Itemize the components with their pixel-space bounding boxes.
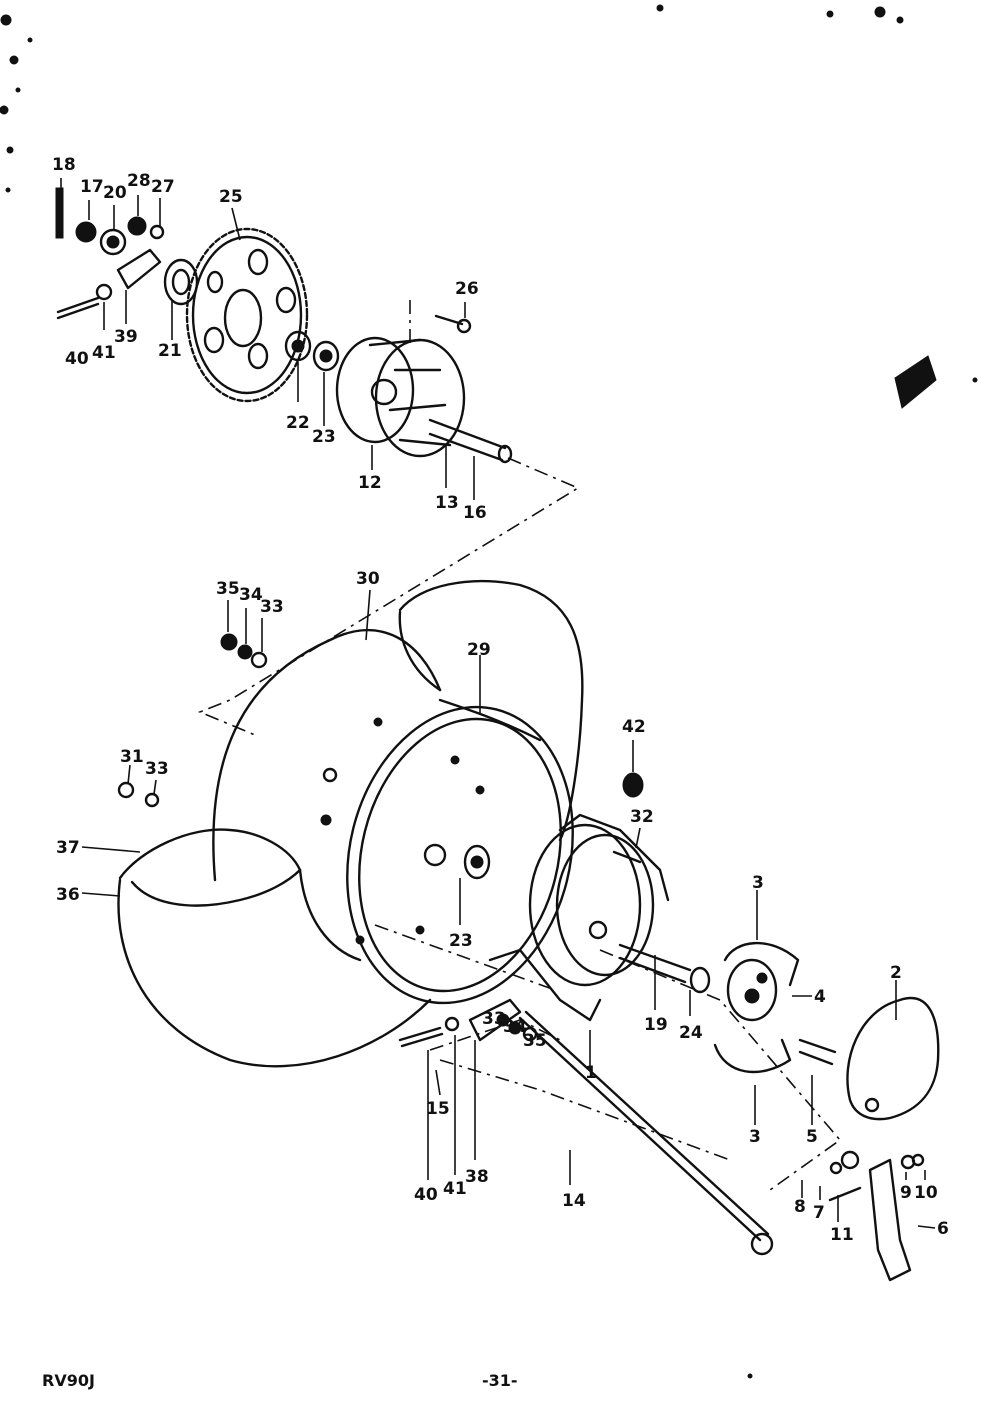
tab-marker-icon — [894, 355, 937, 409]
part-label: 3 — [752, 873, 764, 893]
part-label: 36 — [56, 885, 80, 905]
part-label: 17 — [80, 177, 104, 197]
part-label: 16 — [463, 503, 487, 523]
part-label: 4 — [814, 987, 826, 1007]
part-label: 35 — [523, 1031, 547, 1051]
part-label: 1 — [585, 1063, 597, 1083]
part-label: 29 — [467, 640, 491, 660]
part-label: 24 — [679, 1023, 703, 1043]
part-label: 20 — [103, 183, 127, 203]
part-label: 33 — [482, 1009, 506, 1029]
part-label: 9 — [900, 1183, 912, 1203]
part-label: 38 — [465, 1167, 489, 1187]
part-label: 12 — [358, 473, 382, 493]
part-label: 3 — [749, 1127, 761, 1147]
bolt-18 — [55, 187, 64, 239]
part-label: 13 — [435, 493, 459, 513]
part-label: 42 — [622, 717, 646, 737]
model-code: RV90J — [42, 1371, 95, 1390]
upper-assembly — [55, 187, 513, 464]
part-label: 34 — [503, 1017, 527, 1037]
part-label: 35 — [216, 579, 240, 599]
part-label: 23 — [312, 427, 336, 447]
part-label: 26 — [455, 279, 479, 299]
part-label: 8 — [794, 1197, 806, 1217]
part-label: 11 — [830, 1225, 854, 1245]
part-label: 33 — [260, 597, 284, 617]
part-label: 41 — [443, 1179, 467, 1199]
part-label: 23 — [449, 931, 473, 951]
leader-lines — [60, 178, 936, 1229]
part-label: 10 — [914, 1183, 938, 1203]
part-label: 40 — [414, 1185, 438, 1205]
wheel-assembly — [117, 579, 940, 1282]
part-label: 18 — [52, 155, 76, 175]
part-label: 19 — [644, 1015, 668, 1035]
part-label: 30 — [356, 569, 380, 589]
part-label: 7 — [813, 1203, 825, 1223]
part-label: 32 — [630, 807, 654, 827]
assembly-centerline — [197, 457, 580, 736]
page-number: -31- — [482, 1371, 518, 1390]
part-label: 25 — [219, 187, 243, 207]
part-label: 14 — [562, 1191, 586, 1211]
part-label: 6 — [937, 1219, 949, 1239]
part-label: 34 — [239, 585, 263, 605]
scan-noise — [0, 4, 978, 383]
part-label: 5 — [806, 1127, 818, 1147]
part-label: 27 — [151, 177, 175, 197]
part-label: 28 — [127, 171, 151, 191]
part-label: 33 — [145, 759, 169, 779]
part-label: 2 — [890, 963, 902, 983]
part-label: 40 — [65, 349, 89, 369]
part-label: 37 — [56, 838, 80, 858]
part-label: 15 — [426, 1099, 450, 1119]
part-label: 41 — [92, 343, 116, 363]
part-label: 21 — [158, 341, 182, 361]
part-label: 39 — [114, 327, 138, 347]
part-label: 31 — [120, 747, 144, 767]
part-label: 22 — [286, 413, 310, 433]
part-numbers: 18 17 20 28 27 25 26 40 41 39 21 22 23 1… — [52, 155, 949, 1245]
